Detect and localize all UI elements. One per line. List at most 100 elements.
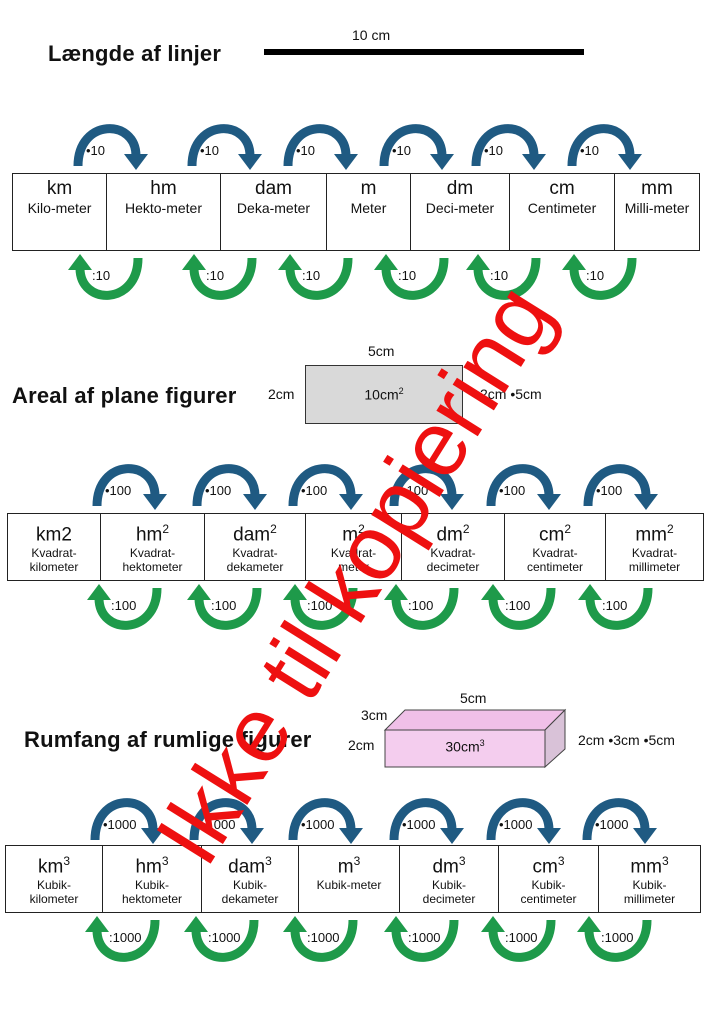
- area-divide-arrow-icon: :100: [384, 584, 459, 630]
- divide-factor-label: :10: [302, 268, 320, 283]
- volume-multiply-arrow-icon: •1000: [189, 798, 264, 844]
- volume-divide-arrow-icon: :1000: [384, 916, 459, 962]
- volume-divide-arrow-icon: :1000: [283, 916, 358, 962]
- divide-factor-label: :1000: [307, 930, 340, 945]
- multiply-factor-label: •100: [596, 483, 622, 498]
- area-divide-arrow-icon: :100: [187, 584, 262, 630]
- area-top-label: 5cm: [368, 343, 395, 359]
- area-multiply-arrow-icon: •100: [288, 464, 363, 510]
- divide-factor-label: :100: [408, 598, 433, 613]
- volume-multiply-arrow-icon: •1000: [389, 798, 464, 844]
- area-divide-arrow-icon: :100: [578, 584, 653, 630]
- multiply-factor-label: •1000: [595, 817, 628, 832]
- multiply-factor-label: •100: [105, 483, 131, 498]
- divide-factor-label: :100: [111, 598, 136, 613]
- multiply-factor-label: •100: [301, 483, 327, 498]
- multiply-factor-label: •1000: [402, 817, 435, 832]
- ten-cm-label: 10 cm: [352, 27, 391, 43]
- divide-factor-label: :10: [206, 268, 224, 283]
- multiply-factor-label: •100: [205, 483, 231, 498]
- area-multiply-arrow-icon: •100: [92, 464, 167, 510]
- divide-factor-label: :10: [586, 268, 604, 283]
- length-title: Længde af linjer: [48, 41, 222, 66]
- length-multiply-arrow-icon: •10: [73, 124, 148, 170]
- multiply-factor-label: •10: [580, 143, 599, 158]
- divide-factor-label: :10: [490, 268, 508, 283]
- volume-multiply-arrow-icon: •1000: [486, 798, 561, 844]
- multiply-factor-label: •10: [296, 143, 315, 158]
- volume-multiply-arrow-icon: •1000: [582, 798, 657, 844]
- cuboid-shape: [383, 708, 567, 769]
- length-divide-arrow-icon: :10: [68, 254, 143, 300]
- volume-top-label: 5cm: [460, 690, 487, 706]
- area-multiply-arrow-icon: •100: [583, 464, 658, 510]
- divide-factor-label: :1000: [109, 930, 142, 945]
- multiply-factor-label: •1000: [202, 817, 235, 832]
- divide-factor-label: :100: [505, 598, 530, 613]
- volume-divide-arrow-icon: :1000: [85, 916, 160, 962]
- multiply-factor-label: •1000: [499, 817, 532, 832]
- length-multiply-arrow-icon: •10: [567, 124, 642, 170]
- multiply-factor-label: •100: [499, 483, 525, 498]
- volume-divide-arrow-icon: :1000: [577, 916, 652, 962]
- divide-factor-label: :10: [398, 268, 416, 283]
- divide-factor-label: :1000: [505, 930, 538, 945]
- volume-value: 30cm3: [445, 738, 485, 755]
- multiply-factor-label: •1000: [103, 817, 136, 832]
- length-divide-arrow-icon: :10: [278, 254, 353, 300]
- volume-divide-arrow-icon: :1000: [184, 916, 259, 962]
- area-divide-arrow-icon: :100: [87, 584, 162, 630]
- area-formula: 2cm •5cm: [480, 386, 542, 402]
- divide-factor-label: :100: [602, 598, 627, 613]
- divide-factor-label: :1000: [601, 930, 634, 945]
- length-multiply-arrow-icon: •10: [471, 124, 546, 170]
- multiply-factor-label: •10: [86, 143, 105, 158]
- ten-cm-line: [264, 49, 584, 55]
- volume-multiply-arrow-icon: •1000: [90, 798, 165, 844]
- volume-title: Rumfang af rumlige figurer: [24, 727, 312, 752]
- area-multiply-arrow-icon: •100: [486, 464, 561, 510]
- area-divide-arrow-icon: :100: [283, 584, 358, 630]
- volume-depth-label: 3cm: [361, 707, 388, 723]
- divide-factor-label: :10: [92, 268, 110, 283]
- area-multiply-arrow-icon: •100: [389, 464, 464, 510]
- divide-factor-label: :1000: [208, 930, 241, 945]
- area-title: Areal af plane figurer: [12, 383, 237, 408]
- multiply-factor-label: •10: [200, 143, 219, 158]
- volume-divide-arrow-icon: :1000: [481, 916, 556, 962]
- volume-side-label: 2cm: [348, 737, 375, 753]
- divide-factor-label: :100: [211, 598, 236, 613]
- length-divide-arrow-icon: :10: [182, 254, 257, 300]
- area-side-label: 2cm: [268, 386, 295, 402]
- length-divide-arrow-icon: :10: [562, 254, 637, 300]
- multiply-factor-label: •10: [392, 143, 411, 158]
- area-multiply-arrow-icon: •100: [192, 464, 267, 510]
- length-multiply-arrow-icon: •10: [283, 124, 358, 170]
- volume-formula: 2cm •3cm •5cm: [578, 732, 675, 748]
- length-multiply-arrow-icon: •10: [379, 124, 454, 170]
- length-divide-arrow-icon: :10: [466, 254, 541, 300]
- volume-multiply-arrow-icon: •1000: [288, 798, 363, 844]
- divide-factor-label: :1000: [408, 930, 441, 945]
